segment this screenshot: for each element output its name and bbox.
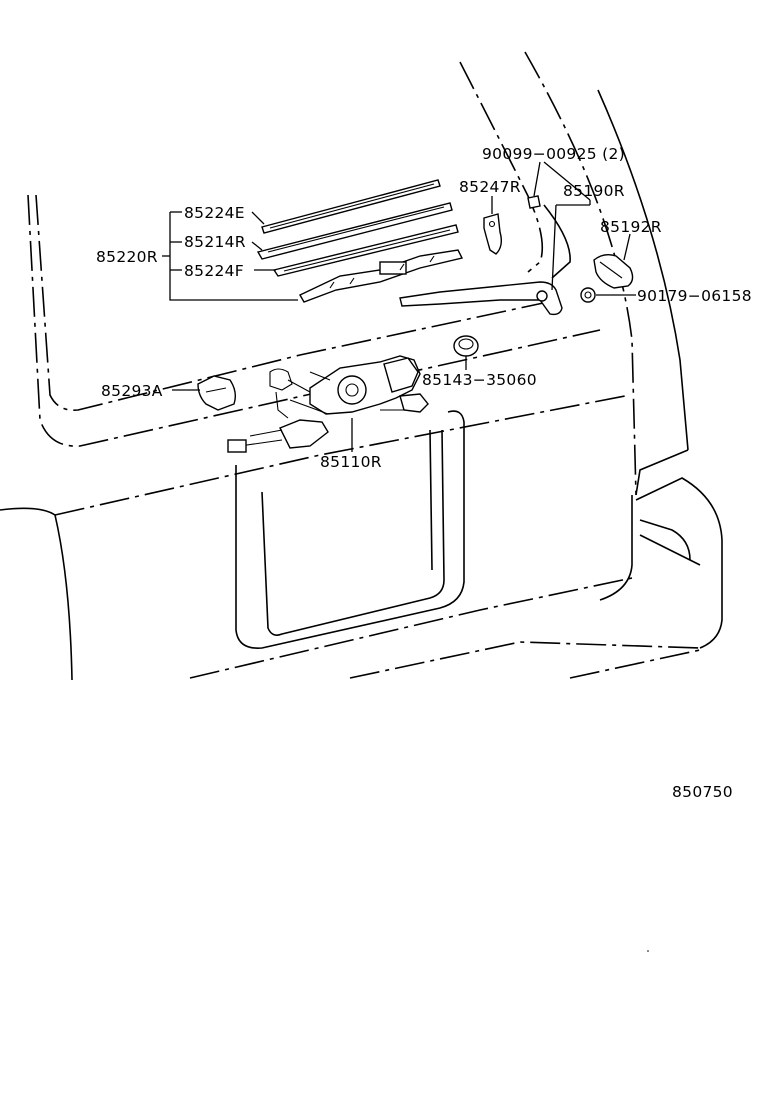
- grommet: [453, 335, 479, 357]
- screw: [527, 195, 541, 209]
- bracket: [483, 213, 503, 255]
- callout-labels: 90099−00925 (2) 85247R 85190R 85224E 852…: [96, 145, 752, 471]
- callout-85192R: 85192R: [600, 218, 662, 236]
- callout-85190R: 85190R: [563, 182, 625, 200]
- callout-90179-06158: 90179−06158: [637, 287, 752, 305]
- wiper-blade-assembly: [256, 179, 464, 303]
- arm-head-cover: [593, 253, 634, 289]
- vehicle-body-outline: [0, 51, 723, 681]
- callout-85224E: 85224E: [184, 204, 245, 222]
- callout-85214R: 85214R: [184, 233, 246, 251]
- stray-dot: [647, 950, 649, 952]
- wiper-motor-assembly: [227, 355, 429, 453]
- arm-nut: [580, 287, 596, 303]
- callout-85110R: 85110R: [320, 453, 382, 471]
- callout-85143-35060: 85143−35060: [422, 371, 537, 389]
- callout-85224F: 85224F: [184, 262, 244, 280]
- motor-cover: [197, 375, 237, 411]
- wiper-arm: [399, 281, 563, 316]
- callout-85247R: 85247R: [459, 178, 521, 196]
- diagram-id: 850750: [672, 783, 733, 801]
- callout-85220R: 85220R: [96, 248, 158, 266]
- callout-85293A: 85293A: [101, 382, 163, 400]
- leader-lines: [162, 161, 636, 452]
- callout-90099-00925: 90099−00925 (2): [482, 145, 625, 163]
